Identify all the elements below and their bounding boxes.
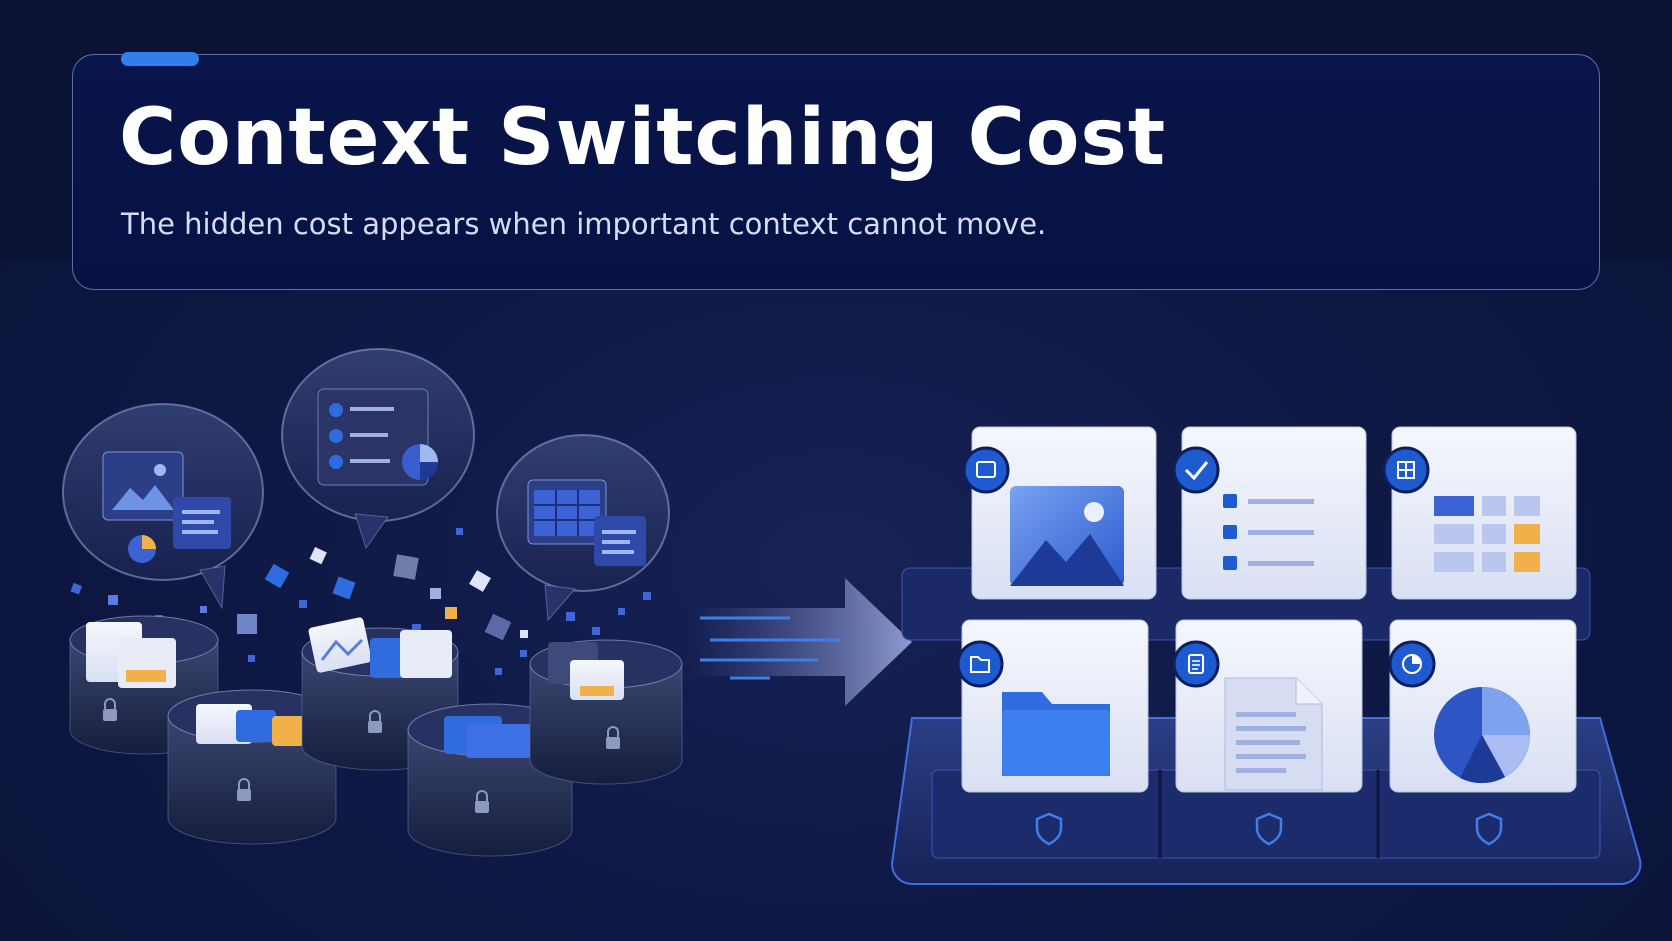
- check-icon: [1172, 446, 1220, 494]
- page-title: Context Switching Cost: [119, 93, 1167, 183]
- compartment-document: [1172, 619, 1363, 793]
- compartment-pie-chart: [1388, 619, 1577, 793]
- shield-icon: [1035, 812, 1063, 846]
- lock-icon: [606, 737, 620, 749]
- lock-icon: [237, 789, 251, 801]
- lock-icon: [368, 721, 382, 733]
- folder-icon: [956, 640, 1004, 688]
- image-icon: [962, 446, 1010, 494]
- title-card: Context Switching Cost The hidden cost a…: [72, 52, 1600, 290]
- document-icon: [1172, 640, 1220, 688]
- bubble-table-doc: [496, 434, 670, 622]
- accent-bar: [121, 52, 199, 66]
- floating-particles: [70, 528, 651, 675]
- lock-icon: [475, 801, 489, 813]
- arrow-right-icon: [690, 578, 912, 706]
- illustration: [62, 348, 1642, 886]
- silo-2: [167, 689, 337, 845]
- compartment-table: [1382, 426, 1577, 600]
- lock-icon: [103, 709, 117, 721]
- shield-icon: [1475, 812, 1503, 846]
- silo-5: [529, 639, 683, 785]
- shield-icon: [1255, 812, 1283, 846]
- bubble-image-chart: [62, 403, 264, 610]
- page-subtitle: The hidden cost appears when important c…: [121, 207, 1047, 241]
- compartment-folder: [956, 619, 1149, 793]
- compartment-image: [962, 426, 1157, 600]
- bubble-checklist-pie: [281, 348, 475, 550]
- compartment-checklist: [1172, 426, 1367, 600]
